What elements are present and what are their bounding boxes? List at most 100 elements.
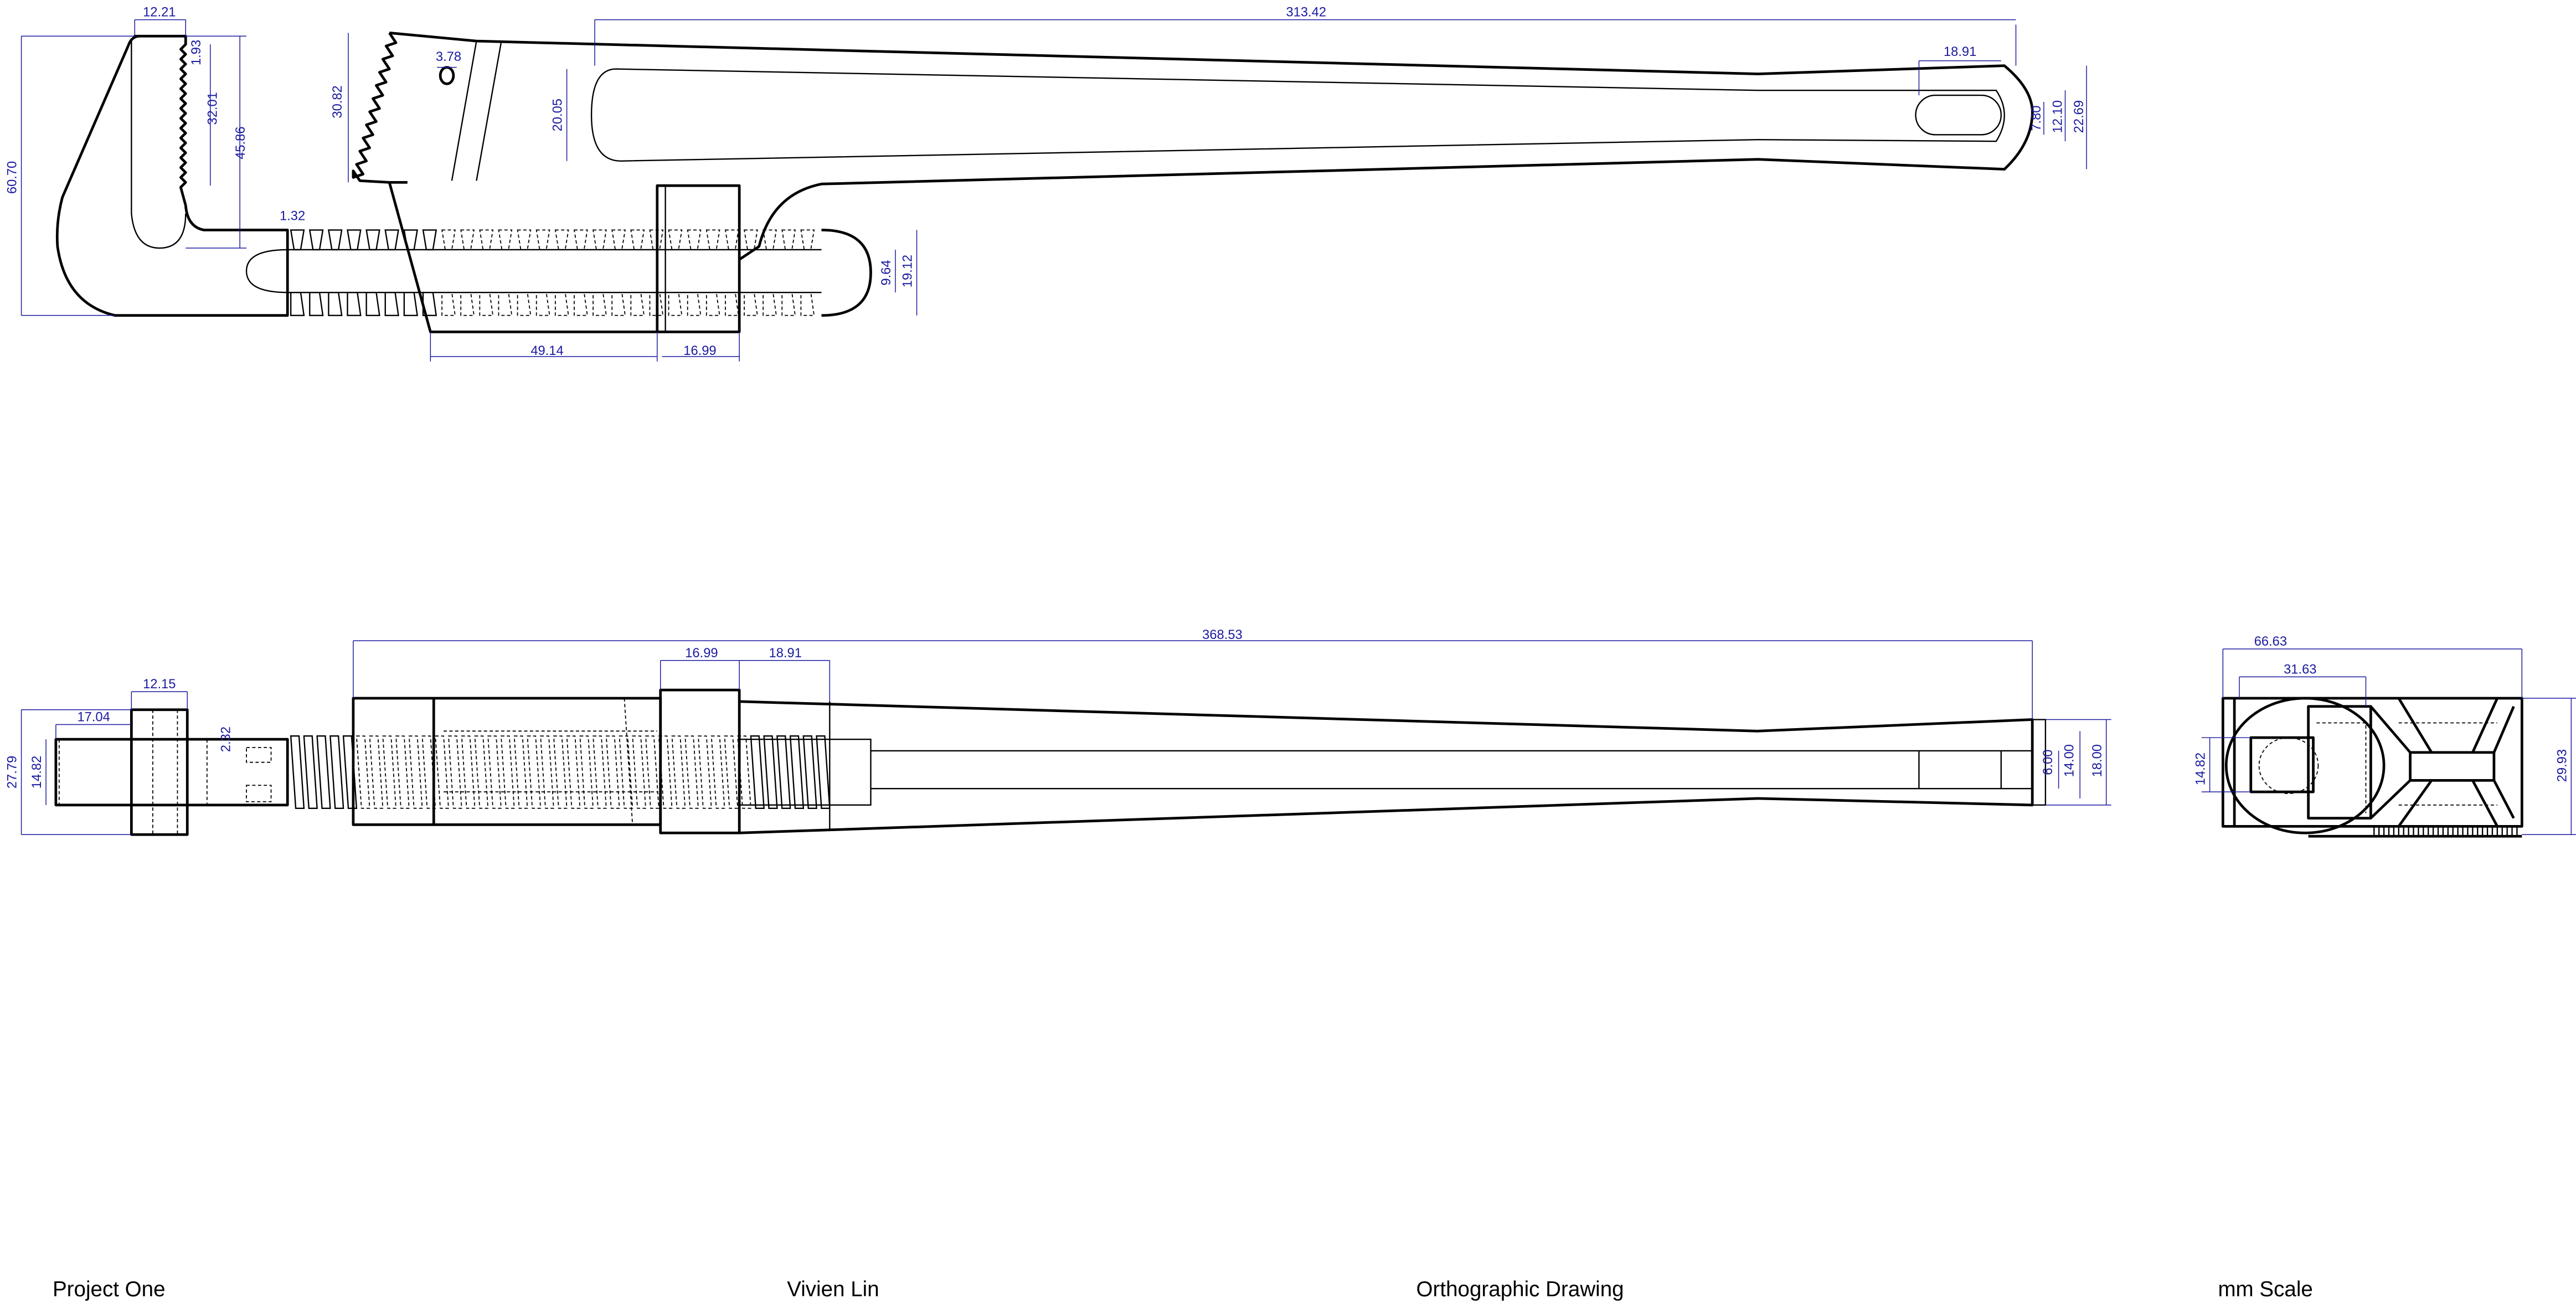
front-threads xyxy=(290,735,831,809)
thread-mark xyxy=(553,735,568,809)
thread-mark xyxy=(474,735,489,809)
rod-inner xyxy=(245,249,822,293)
dim-thread-pitch: 1.32 xyxy=(280,209,305,224)
thread-mark xyxy=(498,292,513,316)
rod-threads xyxy=(290,229,815,316)
thread-mark xyxy=(684,735,699,809)
thread-mark xyxy=(441,292,456,316)
thread-mark xyxy=(671,735,686,809)
thread-mark xyxy=(461,735,476,809)
handle-end xyxy=(2031,719,2047,806)
thread-mark xyxy=(395,735,410,809)
thread-mark xyxy=(327,229,343,251)
thread-mark xyxy=(763,735,778,809)
dim-side-overall-width: 66.63 xyxy=(2254,635,2287,649)
body xyxy=(352,697,662,826)
dim-handle-length: 313.42 xyxy=(1286,6,1326,20)
thread-mark xyxy=(384,229,399,251)
thread-mark xyxy=(435,735,449,809)
thread-mark xyxy=(290,291,305,316)
thread-mark xyxy=(668,229,683,250)
thread-mark xyxy=(308,229,324,251)
scale-label: mm Scale xyxy=(2218,1277,2312,1301)
thread-mark xyxy=(705,292,720,316)
thread-mark xyxy=(574,292,588,316)
thread-mark xyxy=(744,292,758,316)
upper-jaw-slant xyxy=(388,181,657,333)
thread-mark xyxy=(347,229,362,251)
thread-mark xyxy=(593,292,607,316)
thread-mark xyxy=(479,292,494,316)
thread-mark xyxy=(698,735,712,809)
dim-upper-teeth: 30.82 xyxy=(331,85,345,118)
thread-mark xyxy=(540,735,554,809)
top-view: 12.21 1.93 32.01 45.86 60.70 30.82 3.78 … xyxy=(6,6,2087,362)
thread-mark xyxy=(630,292,645,316)
thread-mark xyxy=(329,735,344,809)
thread-mark xyxy=(500,735,515,809)
thread-mark xyxy=(403,291,418,316)
bar xyxy=(54,738,289,807)
thread-mark xyxy=(705,229,720,250)
project-name: Project One xyxy=(53,1277,166,1301)
thread-mark xyxy=(290,735,305,809)
side-head xyxy=(2224,697,2386,834)
thread-mark xyxy=(498,229,513,250)
thread-mark xyxy=(763,229,777,250)
handle-inner xyxy=(590,68,2005,162)
thread-mark xyxy=(658,735,673,809)
upper-jaw-teeth xyxy=(352,32,398,184)
dim-end-outer: 18.00 xyxy=(2090,744,2105,777)
dim-pin-dia: 3.78 xyxy=(436,50,461,64)
thread-mark xyxy=(365,229,380,251)
dim-front-nut-width: 16.99 xyxy=(685,646,718,661)
thread-mark xyxy=(687,229,702,250)
thread-mark xyxy=(479,229,494,250)
thread-mark xyxy=(649,292,664,316)
dim-nut-width: 16.99 xyxy=(683,344,716,358)
thread-mark xyxy=(763,292,777,316)
thread-mark xyxy=(619,735,633,809)
dim-tooth-pitch: 1.93 xyxy=(189,40,204,65)
thread-mark xyxy=(369,735,384,809)
dim-jaw-width: 12.21 xyxy=(143,6,176,20)
side-view: 66.63 31.63 14.82 29.93 xyxy=(2194,635,2576,838)
thread-mark xyxy=(776,735,791,809)
dim-bar-offset: 17.04 xyxy=(77,710,110,725)
dim-slot-width: 7.80 xyxy=(2029,106,2044,131)
thread-mark xyxy=(593,735,607,809)
thread-mark xyxy=(554,292,569,316)
thread-mark xyxy=(725,292,739,316)
thread-mark xyxy=(303,735,318,809)
handle-slot xyxy=(1915,94,2002,136)
dim-teeth-length: 32.01 xyxy=(206,92,220,125)
thread-mark xyxy=(316,735,331,809)
dim-flange-width: 12.15 xyxy=(143,677,176,692)
thread-mark xyxy=(611,229,626,250)
dim-collar-width: 18.91 xyxy=(769,646,802,661)
thread-mark xyxy=(645,735,660,809)
dim-thread-length: 49.14 xyxy=(530,344,563,358)
dim-side-overall-height: 29.93 xyxy=(2555,749,2569,782)
dim-end-inner: 6.00 xyxy=(2041,750,2055,775)
thread-mark xyxy=(724,229,739,250)
dim-slot-length: 18.91 xyxy=(1944,45,1976,59)
rod-end-cap xyxy=(821,229,872,317)
side-knurl xyxy=(2308,826,2522,838)
thread-mark xyxy=(800,229,815,250)
flange xyxy=(130,708,189,836)
thread-mark xyxy=(566,735,581,809)
dim-side-head-width: 31.63 xyxy=(2284,662,2316,677)
thread-mark xyxy=(382,735,396,809)
pin-hole xyxy=(439,66,455,85)
thread-mark xyxy=(421,735,436,809)
thread-mark xyxy=(781,292,796,316)
thread-mark xyxy=(579,735,594,809)
thread-mark xyxy=(789,735,805,809)
lower-jaw-inner-slot xyxy=(131,41,187,249)
drawing-title: Orthographic Drawing xyxy=(1416,1277,1624,1301)
thread-mark xyxy=(290,229,305,251)
dim-jaw-depth: 45.86 xyxy=(234,126,248,159)
thread-mark xyxy=(573,229,588,250)
